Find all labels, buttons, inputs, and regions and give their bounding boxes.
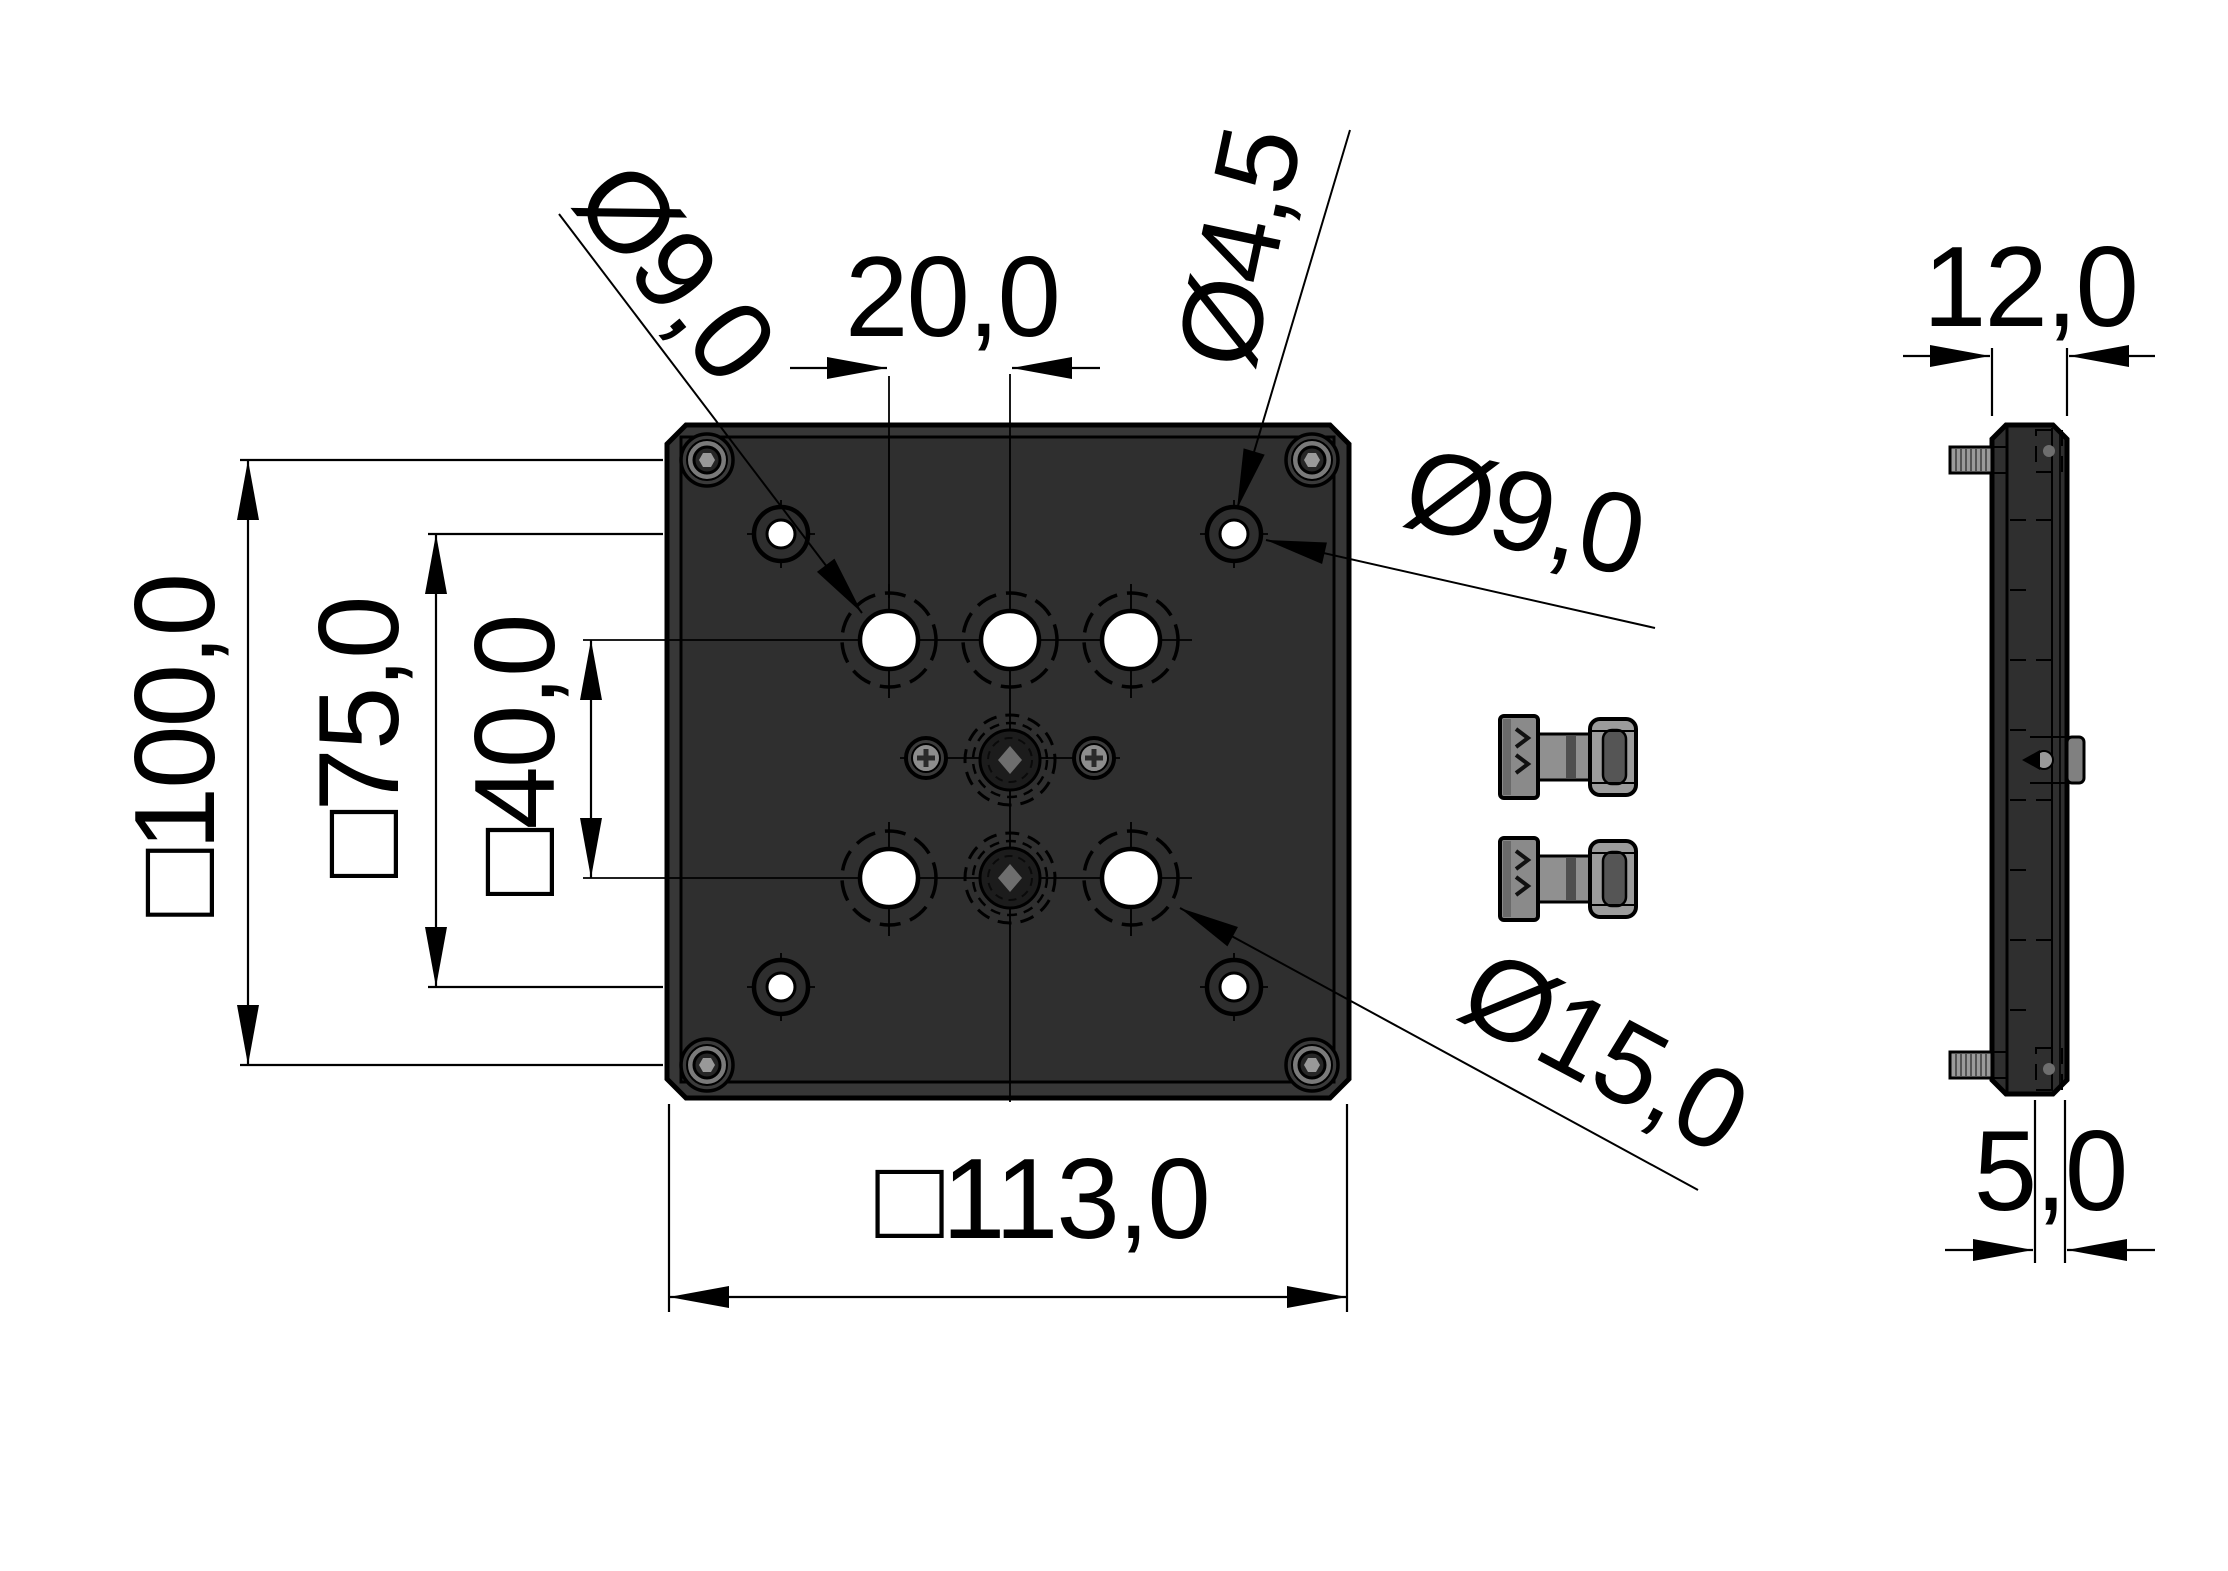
- bolt: [1498, 836, 1638, 922]
- threaded-stud-top: [1948, 445, 1994, 475]
- small-screw: [1072, 736, 1116, 780]
- hole-9: [1082, 591, 1180, 689]
- hidden-screw-bottom: [2043, 1063, 2055, 1075]
- center-threaded-holes: [963, 713, 1057, 925]
- side-view: [1948, 422, 2086, 1097]
- dimension-label-square-113: □113,0: [875, 1136, 1211, 1263]
- dimension-label-spacing-20: 20,0: [845, 234, 1061, 361]
- hole-9: [1082, 829, 1180, 927]
- threaded-stud-bottom: [1948, 1050, 1994, 1080]
- dimension-label-depth-12: 12,0: [1923, 224, 2139, 351]
- hole-9: [840, 591, 938, 689]
- middle-setscrew: [2022, 735, 2086, 785]
- leader-lines: [558, 129, 1699, 1191]
- hole-4-5: [1204, 504, 1264, 564]
- hole-9: [840, 829, 938, 927]
- small-screw: [904, 736, 948, 780]
- corner-screws: [679, 432, 1340, 1093]
- dimension-label-square-40: □40,0: [452, 615, 579, 897]
- hole-4-5: [751, 957, 811, 1017]
- dimension-lines: [237, 345, 2155, 1312]
- leader-dia9-right: [1265, 539, 1656, 629]
- hole-9: [961, 591, 1059, 689]
- threaded-hole: [963, 831, 1057, 925]
- corner-screw: [679, 432, 735, 488]
- corner-screw: [679, 1037, 735, 1093]
- leader-dia15: [1179, 907, 1699, 1191]
- threaded-hole: [963, 713, 1057, 807]
- dimension-label-square-100: □100,0: [112, 574, 239, 918]
- large-holes: [840, 591, 1180, 927]
- hidden-screw-top: [2043, 445, 2055, 457]
- bolt: [1498, 714, 1638, 800]
- dimension-label-square-75: □75,0: [296, 597, 423, 879]
- dimension-label-thickness-5: 5,0: [1973, 1108, 2128, 1235]
- leader-dia4-5: [1236, 129, 1351, 510]
- hole-4-5: [1204, 957, 1264, 1017]
- small-counterbored-holes: [751, 504, 1264, 1017]
- middle-screws: [904, 736, 1116, 780]
- mounting-bolts: [1498, 714, 1638, 922]
- corner-screw: [1284, 1037, 1340, 1093]
- leader-dia9-left: [558, 213, 863, 614]
- hole-4-5: [751, 504, 811, 564]
- corner-screw: [1284, 432, 1340, 488]
